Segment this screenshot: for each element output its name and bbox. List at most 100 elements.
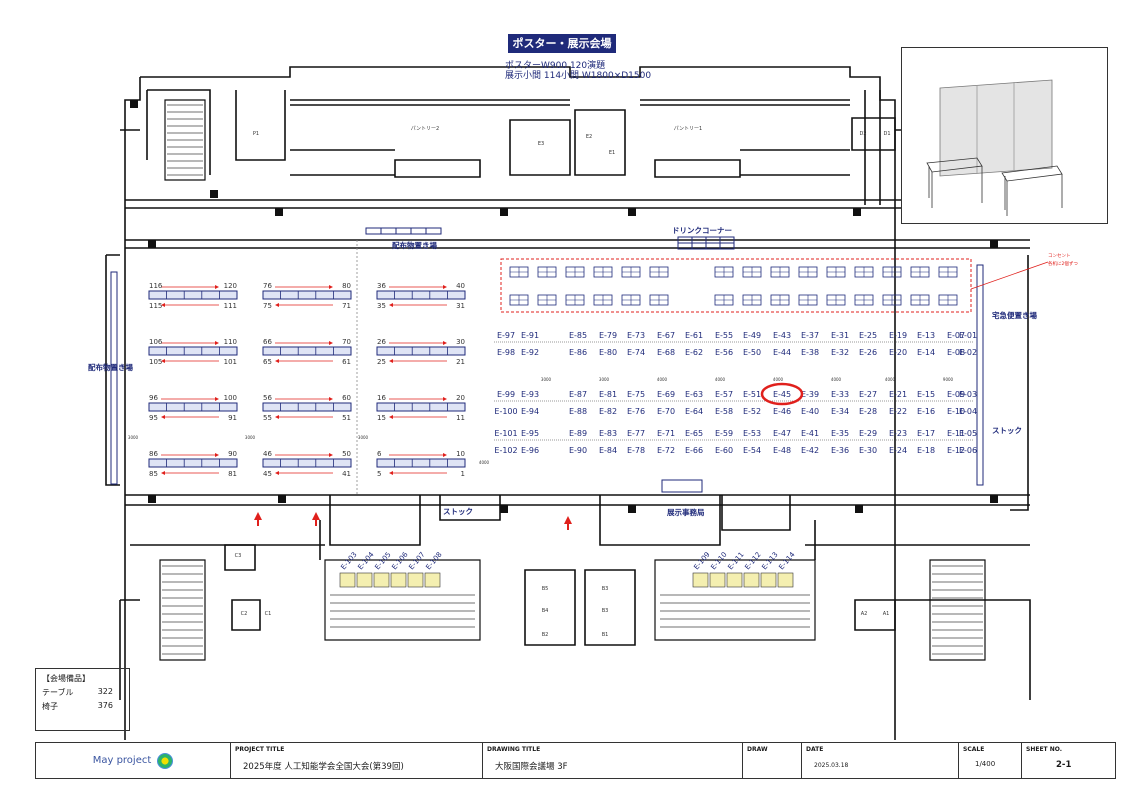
booth-label: E-90: [569, 446, 587, 455]
drink-table-divider: [855, 295, 873, 305]
drink-table-divider: [538, 295, 556, 305]
legend-value: 376: [97, 701, 113, 710]
poster-number: 70: [342, 338, 351, 346]
booth-label: E-87: [569, 390, 587, 399]
poster-number: 41: [342, 470, 351, 478]
booth-label: E-21: [889, 390, 907, 399]
bottom-booth-label: E-113: [760, 551, 779, 572]
poster-number: 35: [377, 302, 386, 310]
poster-number: 60: [342, 394, 351, 402]
booth-label: E-19: [889, 331, 907, 340]
drawing-cell: DRAWING TITLE 大阪国際会議場 3F: [483, 743, 743, 778]
booth-label: E-13: [917, 331, 935, 340]
poster-number: 106: [149, 338, 163, 346]
d1-label: D1: [883, 131, 890, 137]
legend-row: 椅子 376: [42, 701, 123, 712]
poster-arrowhead: [215, 341, 219, 345]
bottom-booth-label: E-107: [407, 551, 426, 572]
poster-number: 10: [456, 450, 465, 458]
poster-board: [262, 290, 352, 300]
poster-number: 110: [224, 338, 237, 346]
booth-label: E-11: [947, 429, 965, 438]
booth-label: E-66: [685, 446, 703, 455]
poster-arrowhead: [215, 397, 219, 401]
draw-heading: DRAW: [747, 746, 768, 753]
poster-board: [376, 458, 466, 468]
poster-arrowhead: [443, 397, 447, 401]
booth-label: E-12: [947, 446, 965, 455]
legend-label: テーブル: [42, 688, 74, 697]
booth-label: E-33: [831, 390, 849, 399]
legend-value: 322: [97, 687, 113, 696]
booth-label: E-67: [657, 331, 675, 340]
drink-table-divider: [566, 295, 584, 305]
booth-label: E-69: [657, 390, 675, 399]
drink-table-divider: [827, 267, 845, 277]
bottom-booth: [373, 572, 390, 588]
booth-label: E-04: [959, 407, 977, 416]
bottom-booth-label: E-108: [424, 551, 443, 572]
drink-table-divider: [622, 295, 640, 305]
booth-label: E-53: [743, 429, 761, 438]
project-title: 2025年度 人工知能学会全国大会(第39回): [243, 762, 404, 772]
dim-label: 4000: [479, 460, 490, 465]
poster-number: 36: [377, 282, 386, 290]
booth-label: E-62: [685, 348, 703, 357]
drink-table-divider: [939, 295, 957, 305]
poster-number: 75: [263, 302, 272, 310]
booth-label: E-57: [715, 390, 733, 399]
poster-arrowhead: [389, 303, 393, 307]
poster-arrowhead: [275, 303, 279, 307]
poster-arrowhead: [161, 471, 165, 475]
booth-label: E-27: [859, 390, 877, 399]
bottom-booth: [424, 572, 441, 588]
drink-zone-outline: [500, 258, 972, 313]
poster-number: 50: [342, 450, 351, 458]
page-banner: ポスター・展示会場: [508, 34, 616, 53]
booth-label: E-14: [917, 348, 935, 357]
dim-label: 3000: [599, 377, 610, 382]
drink-table-divider: [827, 295, 845, 305]
poster-number: 86: [149, 450, 158, 458]
booth-label: E-47: [773, 429, 791, 438]
sheet-value: 2-1: [1056, 760, 1072, 770]
booth-label: E-49: [743, 331, 761, 340]
booth-label: E-41: [801, 429, 819, 438]
booth-label: E-23: [889, 429, 907, 438]
booth-label: E-35: [831, 429, 849, 438]
poster-arrowhead: [389, 415, 393, 419]
bottom-booth: [760, 572, 777, 588]
booth-label: E-79: [599, 331, 617, 340]
booth-label: E-20: [889, 348, 907, 357]
booth-label: E-06: [959, 446, 977, 455]
poster-number: 26: [377, 338, 386, 346]
drink-table-divider: [715, 267, 733, 277]
booth-label: E-97: [497, 331, 515, 340]
draw-cell: DRAW: [743, 743, 802, 778]
booth-label: E-98: [497, 348, 515, 357]
drink-table-divider: [743, 267, 761, 277]
bottom-booth: [356, 572, 373, 588]
booth-label: E-82: [599, 407, 617, 416]
poster-board: [148, 346, 238, 356]
c2-label: C2: [241, 611, 248, 617]
booth-label: E-101: [494, 429, 517, 438]
c1-label: C1: [265, 611, 272, 617]
poster-arrowhead: [275, 359, 279, 363]
p1-label: P1: [253, 131, 259, 137]
drink-tables: [509, 266, 958, 306]
poster-number: 30: [456, 338, 465, 346]
booth-label: E-68: [657, 348, 675, 357]
booth-label: E-54: [743, 446, 761, 455]
drink-table-divider: [510, 267, 528, 277]
drawing-title: 大阪国際会議場 3F: [495, 762, 568, 772]
bottom-booth: [692, 572, 709, 588]
poster-number: 46: [263, 450, 272, 458]
poster-number: 11: [456, 414, 465, 422]
bottom-booth: [390, 572, 407, 588]
booth-label: E-94: [521, 407, 539, 416]
booth-label: E-46: [773, 407, 791, 416]
booth-label: E-17: [917, 429, 935, 438]
poster-number: 91: [228, 414, 237, 422]
